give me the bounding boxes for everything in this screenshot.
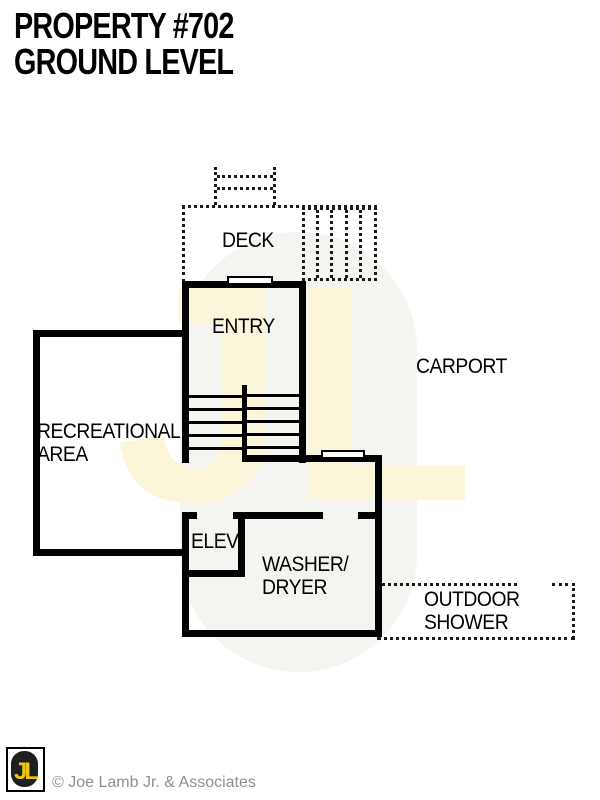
wall-stair-bottom [242, 455, 382, 462]
stair-tread [247, 433, 299, 436]
deck-top-edge [182, 205, 377, 208]
title-line2: GROUND LEVEL [14, 41, 234, 82]
washer-line1: WASHER/ [262, 553, 349, 576]
shower-right-edge [572, 583, 575, 639]
deck-step-line [217, 187, 273, 190]
wall-entry-right [299, 281, 306, 463]
room-label-washer-dryer: WASHER/ DRYER [262, 553, 349, 599]
deck-stair-tread [359, 210, 362, 278]
stair-tread [189, 395, 242, 398]
title-line1: PROPERTY #702 [14, 5, 234, 46]
wall-right [375, 455, 382, 637]
wall-entry-left [182, 281, 189, 463]
room-label-entry: ENTRY [212, 315, 275, 338]
shower-top-corner [552, 583, 575, 586]
stair-tread [189, 408, 242, 411]
room-label-carport: CARPORT [416, 355, 507, 378]
stair-tread [247, 407, 299, 410]
entry-door [227, 276, 273, 285]
recreational-line1: RECREATIONAL [37, 420, 181, 443]
stair-tread [189, 421, 242, 424]
copyright-text: © Joe Lamb Jr. & Associates [52, 774, 256, 791]
shower-top-edge [377, 583, 517, 586]
deck-left-edge [182, 205, 185, 283]
wall-lower-top-c [358, 512, 382, 519]
wall-elev-right [238, 512, 245, 577]
wall-stair-divider [242, 385, 247, 462]
deck-steps-outline [214, 167, 276, 205]
stair-tread [247, 446, 299, 449]
stair-tread [247, 394, 299, 397]
deck-stair-tread [345, 210, 348, 278]
room-label-outdoor-shower: OUTDOOR SHOWER [424, 588, 520, 634]
recreational-line2: AREA [37, 443, 88, 466]
deck-step-line [217, 175, 273, 178]
stair-tread [189, 434, 242, 437]
stair-tread [189, 447, 242, 450]
wall-lower-top-b [233, 512, 323, 519]
shower-line1: OUTDOOR [424, 588, 520, 611]
deck-stairs-outline [302, 207, 377, 281]
stair-tread [247, 420, 299, 423]
page-title: PROPERTY #702 GROUND LEVEL [14, 8, 234, 80]
deck-stair-tread [316, 210, 319, 278]
hall-door [321, 450, 365, 459]
deck-stair-tread [330, 210, 333, 278]
wall-rec-bottom [33, 549, 189, 556]
shower-line2: SHOWER [424, 611, 509, 634]
room-label-elevator: ELEV. [191, 530, 242, 553]
wall-lower-top-a [182, 512, 197, 519]
wall-elev-bottom [182, 570, 245, 577]
room-label-recreational: RECREATIONAL AREA [37, 420, 181, 466]
washer-line2: DRYER [262, 576, 327, 599]
shower-bottom-edge [377, 637, 575, 640]
wall-lower-left [182, 512, 189, 637]
jl-logo-letters: JL [14, 758, 38, 785]
wall-washer-bottom [182, 630, 382, 637]
jl-logo-graphic: JL [11, 751, 41, 787]
wall-rec-left [33, 330, 40, 556]
jl-logo: JL [6, 747, 45, 792]
wall-rec-top [33, 330, 189, 337]
room-label-deck: DECK [222, 229, 274, 252]
